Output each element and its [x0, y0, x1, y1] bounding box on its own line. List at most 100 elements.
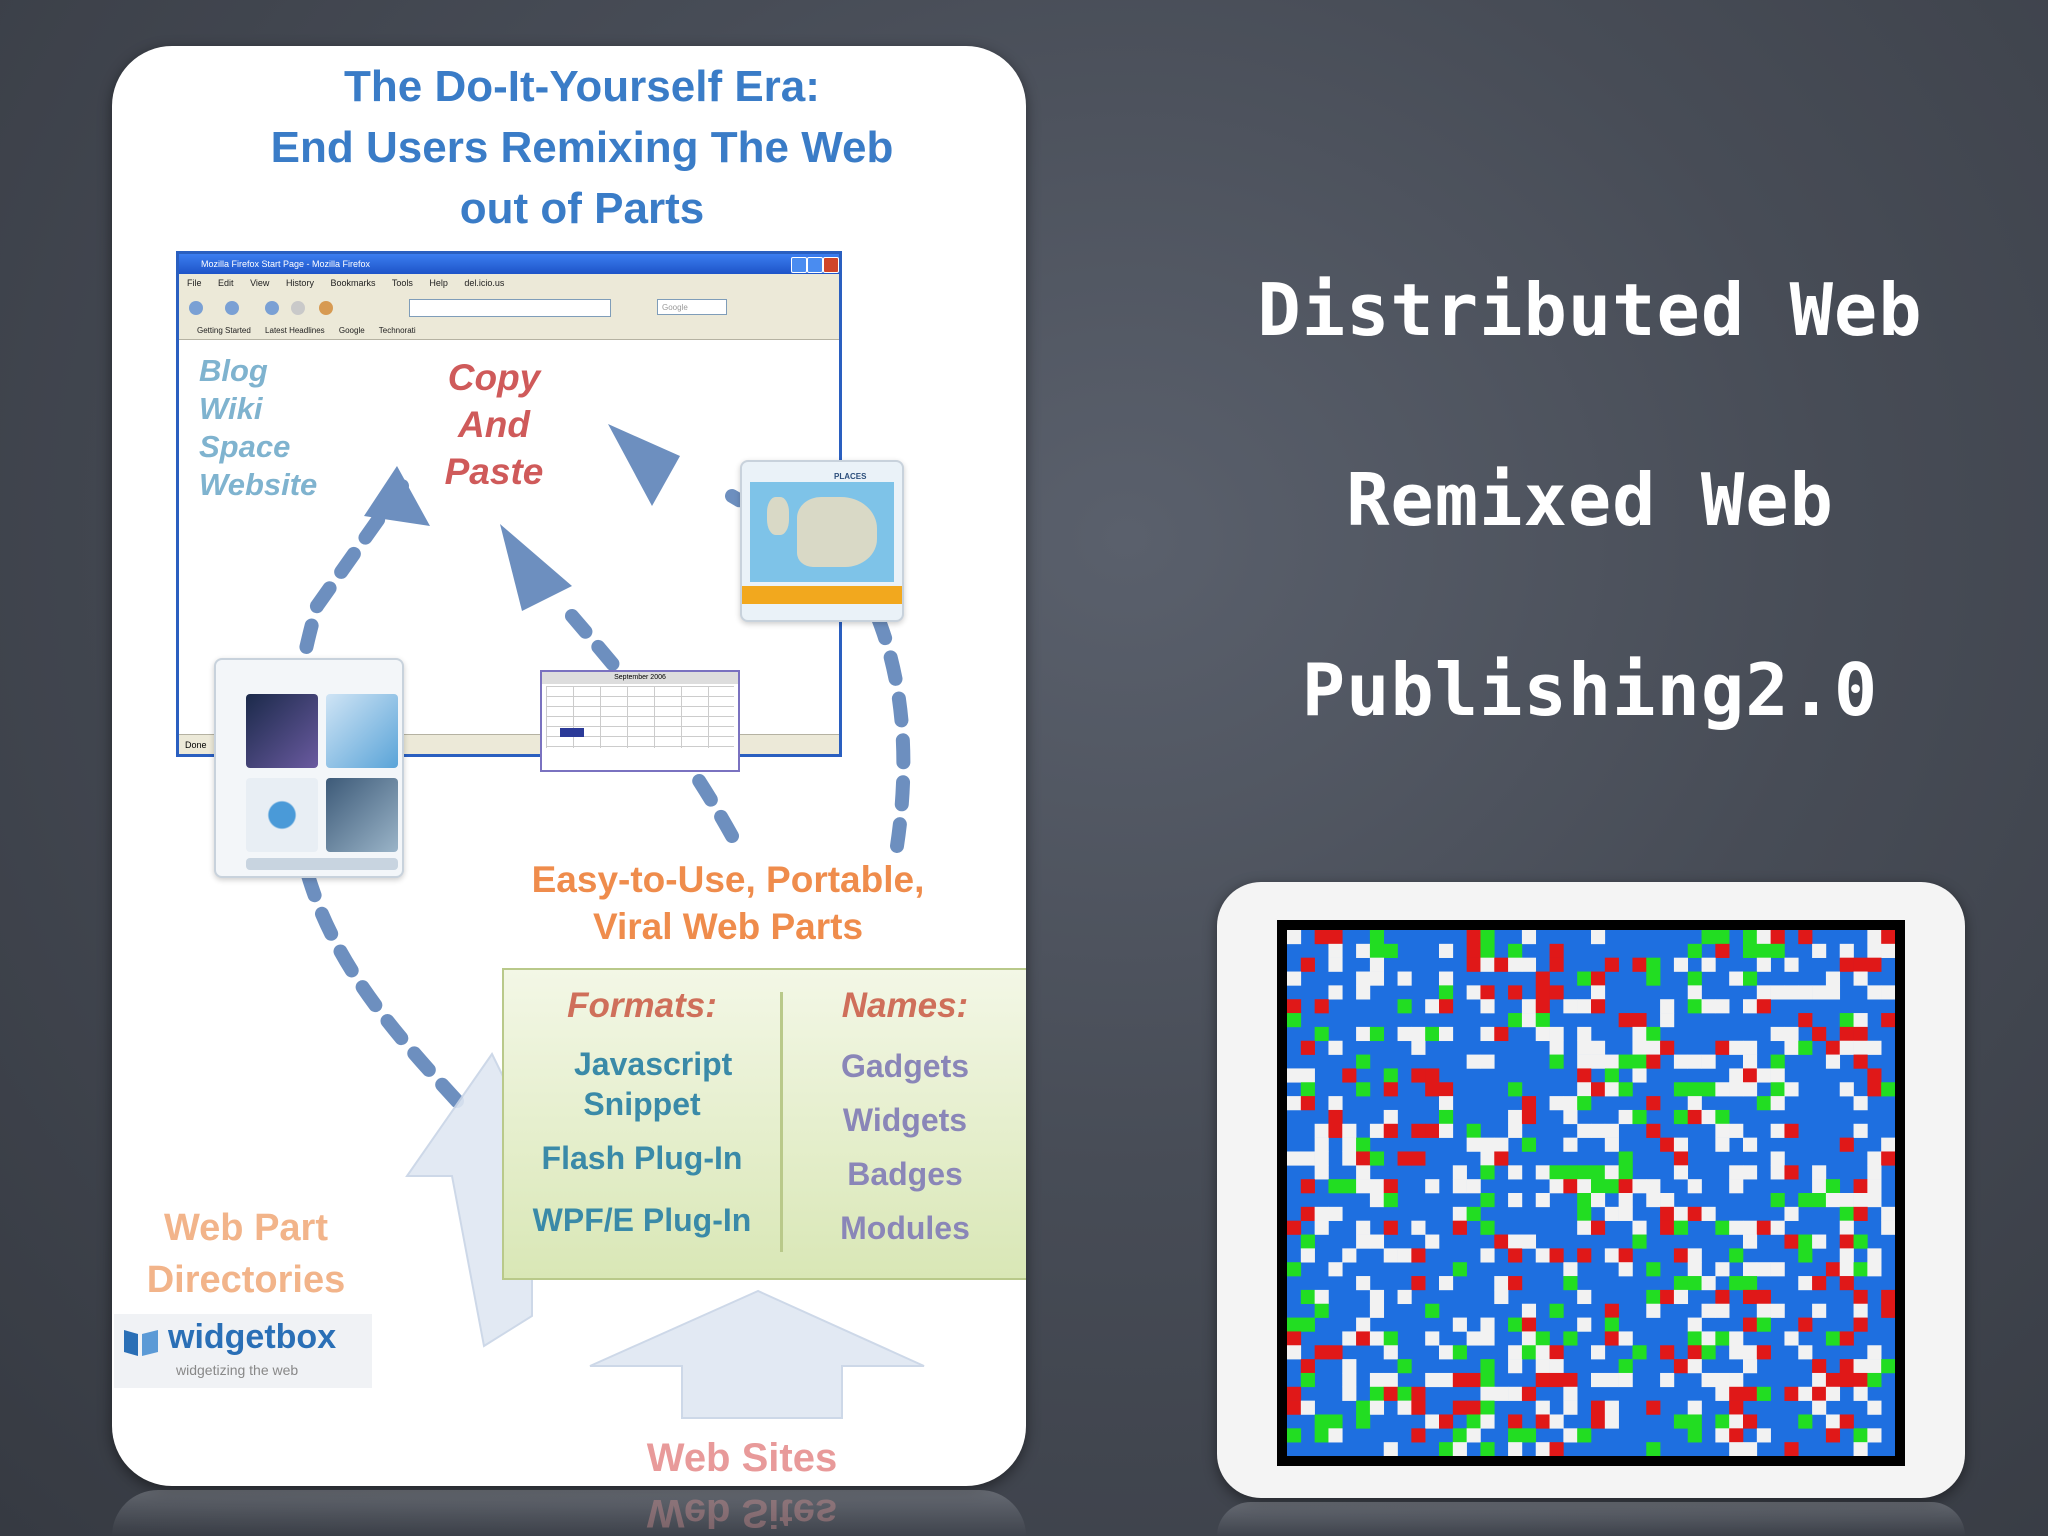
mosaic-cell — [1535, 999, 1550, 1014]
mosaic-cell — [1756, 1220, 1771, 1235]
mosaic-cell — [1646, 1054, 1661, 1069]
mosaic-cell — [1687, 1276, 1702, 1291]
mosaic-cell — [1729, 1165, 1744, 1180]
mosaic-cell — [1494, 1276, 1509, 1291]
mosaic-cell — [1508, 1317, 1523, 1332]
mosaic-cell — [1839, 1040, 1854, 1055]
mosaic-cell — [1508, 1414, 1523, 1429]
mosaic-cell — [1549, 943, 1564, 958]
mosaic-cell — [1853, 1054, 1868, 1069]
mosaic-cell — [1770, 1026, 1785, 1042]
title-line-3: out of Parts — [459, 184, 705, 233]
mosaic-cell — [1549, 1026, 1564, 1042]
mosaic-cell — [1549, 1414, 1564, 1429]
mosaic-cell — [1770, 1165, 1785, 1180]
mosaic-cell — [1867, 1082, 1882, 1097]
mosaic-cell — [1287, 1262, 1302, 1277]
mosaic-cell — [1867, 1165, 1882, 1180]
mosaic-cell — [1369, 1151, 1385, 1166]
mosaic-cell — [1867, 1179, 1882, 1194]
mosaic-cell — [1356, 1137, 1371, 1152]
mosaic-cell — [1812, 1372, 1827, 1388]
mosaic-cell — [1521, 1345, 1537, 1360]
mosaic-cell — [1577, 1193, 1592, 1208]
mosaic-cell — [1853, 1234, 1868, 1249]
stop-icon — [291, 301, 305, 315]
mosaic-cell — [1756, 1262, 1771, 1277]
mosaic-cell — [1300, 1400, 1315, 1415]
mosaic-cell — [1618, 1331, 1633, 1346]
mosaic-cell — [1535, 1248, 1550, 1263]
mosaic-cell — [1342, 1359, 1357, 1374]
mosaic-cell — [1798, 1276, 1813, 1291]
mosaic-cell — [1425, 1414, 1440, 1429]
mosaic-cell — [1715, 1082, 1730, 1097]
mosaic-cell — [1673, 1414, 1689, 1429]
mosaic-cell — [1853, 1179, 1868, 1194]
mosaic-cell — [1287, 1220, 1302, 1235]
mosaic-cell — [1756, 1096, 1771, 1111]
mosaic-cell — [1466, 1372, 1481, 1388]
mosaic-cell — [1770, 1068, 1785, 1083]
widgetbox-icon — [124, 1330, 158, 1356]
mosaic-cell — [1687, 943, 1702, 958]
gallery-player-bar — [246, 858, 398, 870]
mosaic-cell — [1356, 1400, 1371, 1415]
mosaic-cell — [1743, 943, 1758, 958]
mosaic-cell — [1715, 1303, 1730, 1318]
mosaic-cell — [1784, 1123, 1799, 1138]
mosaic-cell — [1604, 1137, 1619, 1152]
mosaic-cell — [1646, 1040, 1661, 1055]
mosaic-cell — [1825, 1040, 1841, 1055]
calendar-grid — [546, 686, 734, 748]
mosaic-cell — [1743, 1234, 1758, 1249]
mosaic-cell — [1563, 1179, 1578, 1194]
arrow-head-site — [364, 466, 430, 526]
mosaic-cell — [1535, 1331, 1550, 1346]
mosaic-cell — [1632, 1220, 1647, 1235]
mosaic-cell — [1425, 1123, 1440, 1138]
mosaic-cell — [1369, 1123, 1385, 1138]
mosaic-cell — [1508, 1013, 1523, 1028]
mosaic-cell — [1369, 1179, 1385, 1194]
mosaic-cell — [1701, 1331, 1716, 1346]
mosaic-cell — [1729, 1428, 1744, 1443]
mosaic-cell — [1439, 1276, 1454, 1291]
mosaic-cell — [1494, 1137, 1509, 1152]
mosaic-cell — [1798, 1414, 1813, 1429]
mosaic-cell — [1798, 1317, 1813, 1332]
mosaic-cell — [1328, 943, 1343, 958]
mosaic-cell — [1853, 1013, 1868, 1028]
mosaic-cell — [1632, 1179, 1647, 1194]
mosaic-cell — [1743, 1442, 1758, 1457]
mosaic-cell — [1480, 1372, 1495, 1388]
mosaic-cell — [1577, 1123, 1592, 1138]
mosaic-cell — [1287, 1068, 1302, 1083]
mosaic-cell — [1480, 930, 1495, 945]
mosaic-cell — [1729, 1345, 1744, 1360]
mosaic-cell — [1770, 1054, 1785, 1069]
mosaic-cell — [1743, 1068, 1758, 1083]
mosaic-cell — [1784, 1386, 1799, 1401]
mosaic-cell — [1715, 1220, 1730, 1235]
mosaic-cell — [1314, 1289, 1329, 1305]
mosaic-cell — [1356, 943, 1371, 958]
mosaic-cell — [1480, 1400, 1495, 1415]
mosaic-cell — [1812, 1303, 1827, 1318]
mosaic-cell — [1314, 1345, 1329, 1360]
bookmark-getting-started: Getting Started — [197, 326, 251, 335]
mosaic-cell — [1411, 1386, 1426, 1401]
mosaic-cell — [1508, 1082, 1523, 1097]
mosaic-cell — [1839, 943, 1854, 958]
mosaic-cell — [1660, 999, 1675, 1014]
name-badges: Badges — [847, 1156, 963, 1192]
mosaic-cell — [1881, 1137, 1896, 1152]
menu-delicious: del.icio.us — [464, 278, 505, 288]
mosaic-cell — [1397, 1400, 1412, 1415]
mosaic-cell — [1604, 1068, 1619, 1083]
mosaic-cell — [1508, 943, 1523, 958]
mosaic-cell — [1839, 1372, 1854, 1388]
mosaic-cell — [1729, 1082, 1744, 1097]
mosaic-cell — [1701, 999, 1716, 1014]
mosaic-cell — [1825, 1372, 1841, 1388]
